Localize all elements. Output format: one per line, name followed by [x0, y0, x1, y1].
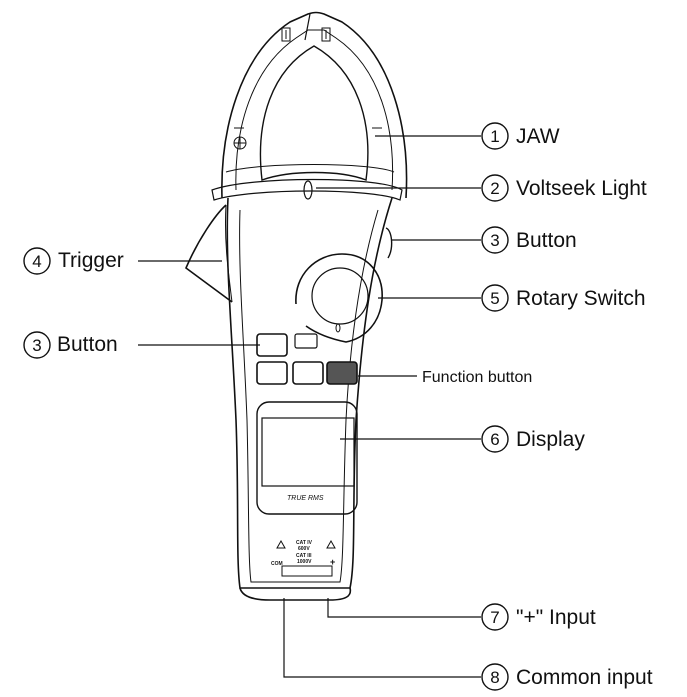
jaw: [211, 11, 408, 201]
callout-number: 4: [32, 252, 41, 271]
display-true-rms: TRUE RMS: [287, 495, 324, 502]
jack-plus-label: +: [330, 557, 335, 567]
callout-label: Button: [516, 229, 577, 252]
button-top-left: [256, 333, 288, 357]
cat-line-4: 1000V: [297, 559, 312, 565]
callout-number: 8: [490, 668, 499, 687]
callout-voltseek: 2 Voltseek Light: [481, 174, 647, 202]
button-bottom-2: [292, 361, 324, 385]
rotary-switch: [295, 253, 383, 343]
jack-area: COM + CAT IV 600V CAT III 1000V: [271, 539, 336, 577]
callout-number: 1: [490, 127, 499, 146]
callout-label: Rotary Switch: [516, 287, 646, 310]
voltseek-light: [303, 180, 313, 200]
callout-number: 7: [490, 608, 499, 627]
button-bottom-1: [256, 361, 288, 385]
function-button-label: Function button: [422, 369, 532, 386]
callout-number: 2: [490, 179, 499, 198]
callout-label: JAW: [516, 125, 560, 148]
button-row: [256, 333, 358, 385]
callout-number: 3: [32, 336, 41, 355]
callout-rotary-switch: 5 Rotary Switch: [481, 284, 646, 312]
callout-number: 5: [490, 289, 499, 308]
callout-common-input: 8 Common input: [481, 663, 653, 691]
callout-trigger: 4 Trigger: [23, 247, 124, 275]
display: TRUE RMS: [256, 401, 358, 515]
callout-plus-input: 7 "+" Input: [481, 603, 596, 631]
callout-button-right: 3 Button: [481, 226, 577, 254]
function-button: [326, 361, 358, 385]
button-top-small: [294, 333, 318, 349]
jack-common-label: COM: [271, 561, 283, 567]
callout-jaw: 1 JAW: [481, 122, 560, 150]
callout-label: Common input: [516, 666, 653, 689]
jaw-markings: [233, 27, 382, 150]
callout-label: Trigger: [58, 249, 124, 272]
cat-line-3: CAT III: [296, 553, 312, 559]
callout-button-left: 3 Button: [23, 331, 118, 359]
callout-label: "+" Input: [516, 606, 596, 629]
callout-label: Button: [57, 333, 118, 356]
cat-line-2: 600V: [298, 546, 310, 552]
side-button: [385, 227, 393, 259]
callout-label: Voltseek Light: [516, 177, 647, 200]
callout-label: Display: [516, 428, 585, 451]
trigger: [185, 204, 233, 303]
callout-display: 6 Display: [481, 425, 585, 453]
callout-number: 6: [490, 430, 499, 449]
cat-line-1: CAT IV: [296, 540, 313, 546]
callout-number: 3: [490, 231, 499, 250]
callout-function-button: Function button: [422, 369, 532, 386]
leader-lines: [138, 135, 481, 678]
